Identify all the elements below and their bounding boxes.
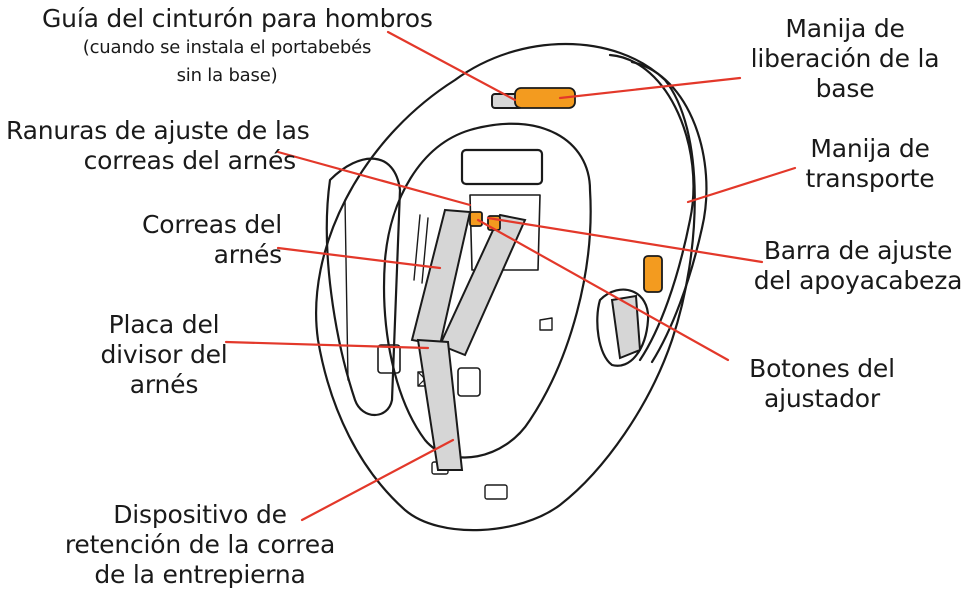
seat-cavity-outline (382, 122, 592, 459)
leader-crotch-retainer (300, 438, 455, 522)
base-release-handle-shape (514, 87, 576, 109)
crotch-retainer-label: Dispositivo de retención de la correa de… (64, 500, 336, 589)
leader-headrest-bar (486, 216, 764, 264)
carry-handle-label: Manija de transporte (805, 134, 935, 193)
left-wing-outline (325, 157, 402, 416)
leader-harness-straps (276, 246, 442, 270)
headrest-frame (460, 148, 544, 186)
carry-handle-grip (610, 294, 642, 360)
headrest-bar-shape (643, 255, 663, 293)
leader-base-release-handle (558, 76, 742, 100)
headrest-bar-label: Barra de ajuste del apoyacabeza (753, 236, 963, 295)
leader-shoulder-belt-guide (386, 30, 517, 102)
harness-slots-label: Ranuras de ajuste de las correas del arn… (6, 116, 310, 175)
adjuster-button-left (469, 211, 483, 227)
shoulder-belt-guide-label: Guía del cinturón para hombros (cuando s… (42, 4, 433, 86)
right-harness-strap (438, 213, 527, 357)
leader-adjuster-buttons (476, 218, 730, 362)
splitter-plate-label: Placa del divisor del arnés (100, 310, 228, 399)
leader-splitter-plate (224, 340, 430, 350)
harness-straps-label: Correas del arnés (142, 210, 282, 269)
leader-harness-slots (276, 150, 472, 207)
leader-carry-handle (686, 166, 797, 204)
seat-shell-outline (315, 42, 696, 532)
base-release-handle-label: Manija de liberación de la base (750, 14, 940, 103)
adjuster-buttons-label: Botones del ajustador (749, 354, 895, 413)
crotch-strap (416, 338, 464, 471)
